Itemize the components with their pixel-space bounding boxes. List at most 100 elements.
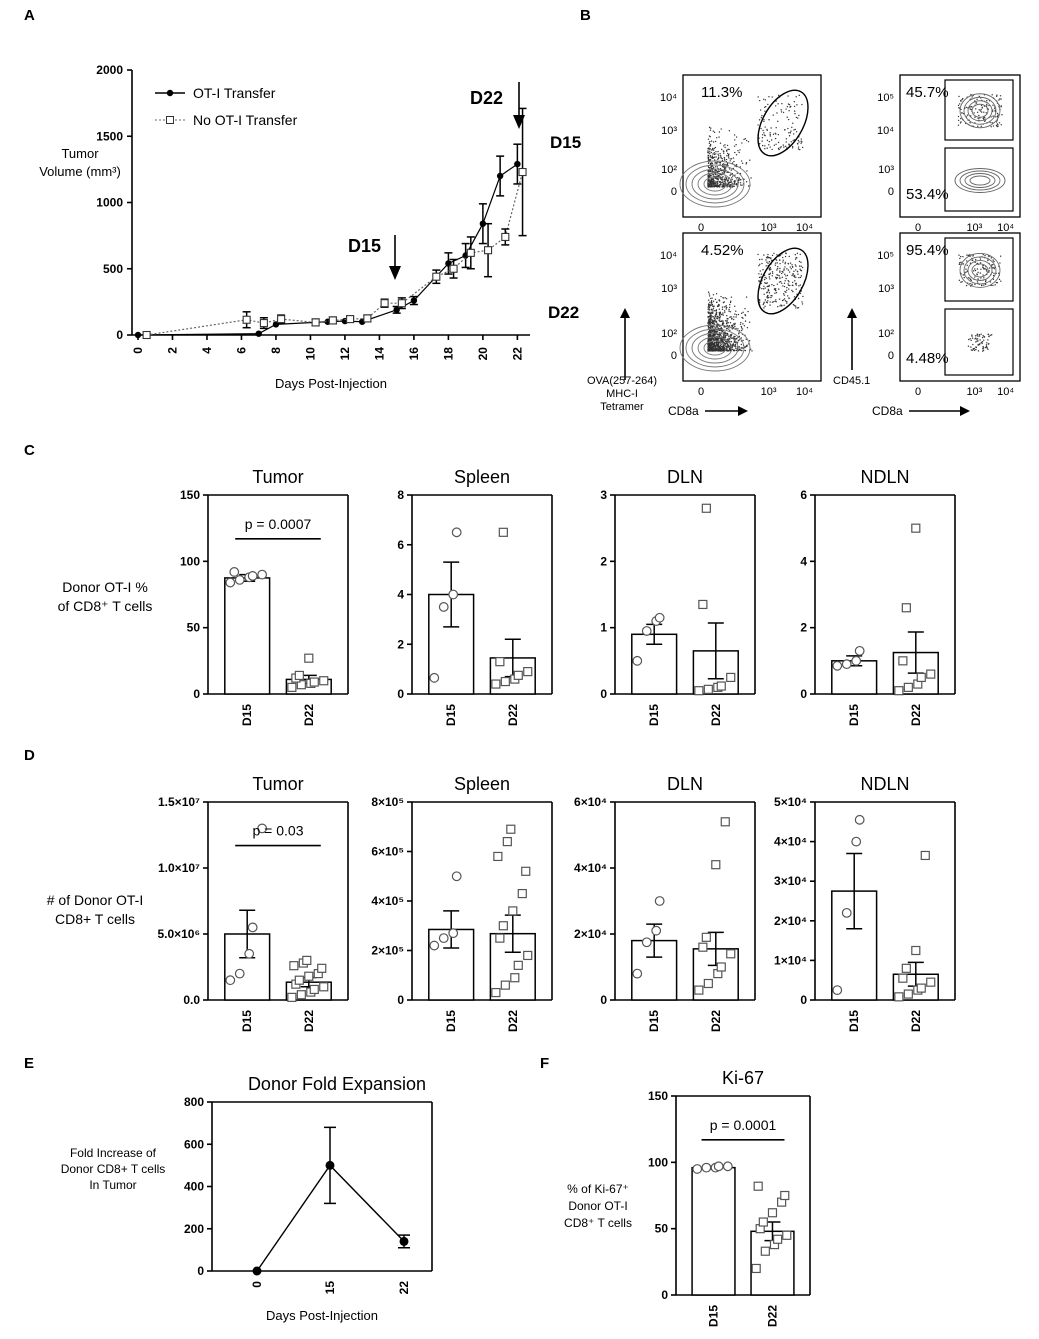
flow-event-dot	[713, 317, 715, 320]
flow-event-dot	[978, 343, 981, 346]
panel-e-y-tick-label: 800	[184, 1095, 204, 1109]
flow-event-dot	[982, 253, 984, 256]
flow-event-dot	[714, 182, 716, 184]
flow-event-dot	[719, 163, 721, 165]
flow-event-dot	[788, 271, 791, 273]
flow-event-dot	[722, 345, 725, 347]
panel-c-ndln-point-d22	[898, 656, 908, 666]
flow-event-dot	[793, 110, 796, 112]
flow-event-dot	[787, 262, 789, 265]
flow-event-dot	[998, 272, 1000, 274]
flow-event-dot	[763, 98, 765, 100]
flow-event-dot	[798, 94, 800, 97]
flow-event-dot	[728, 168, 731, 170]
flow-event-dot	[987, 348, 989, 351]
flow-event-dot	[983, 284, 985, 286]
panel-d-dln-point-d22	[701, 932, 711, 942]
panel-d-dln-category-label: D22	[709, 1010, 723, 1032]
flow-y-tick-label: 0	[888, 350, 894, 362]
flow-event-dot	[713, 326, 715, 328]
flow-event-dot	[735, 349, 738, 352]
flow-event-dot	[738, 339, 741, 341]
flow-event-dot	[992, 266, 994, 269]
flow-event-dot	[708, 306, 711, 309]
flow-x-axis-label-left: CD8a	[668, 404, 699, 418]
flow-event-dot	[758, 299, 761, 301]
panel-d-tumor-point-d15	[247, 922, 258, 933]
flow-event-dot	[709, 153, 711, 155]
flow-event-dot	[988, 335, 990, 338]
flow-x-tick-label: 10⁴	[997, 386, 1014, 398]
flow-event-dot	[800, 142, 802, 144]
annotation-d22: D22	[470, 88, 503, 108]
flow-event-dot	[773, 252, 775, 255]
panel-d-tumor-point-d22	[287, 992, 297, 1002]
flow-event-dot	[764, 110, 766, 112]
flow-y-tick-label: 10³	[661, 283, 677, 295]
flow-event-dot	[715, 309, 718, 311]
flow-event-dot	[958, 279, 961, 282]
flow-event-dot	[721, 183, 723, 185]
data-point-no-ot-i	[328, 316, 337, 325]
flow-event-dot	[993, 260, 995, 263]
flow-event-dot	[759, 270, 761, 272]
flow-event-dot	[791, 145, 794, 148]
flow-event-dot	[735, 337, 738, 340]
flow-event-dot	[791, 264, 793, 266]
flow-event-dot	[762, 288, 765, 290]
panel-c-tumor-y-tick-label: 150	[180, 488, 200, 502]
flow-event-dot	[746, 327, 749, 329]
flow-contour	[969, 175, 991, 186]
flow-event-dot	[800, 275, 803, 277]
panel-d-ndln-point-d22	[911, 945, 921, 956]
panel-f-y-axis-label-line-0: % of Ki-67⁺	[567, 1182, 629, 1196]
flow-event-dot	[965, 284, 968, 287]
flow-event-dot	[716, 333, 718, 336]
flow-event-dot	[779, 267, 781, 270]
flow-event-dot	[775, 143, 777, 145]
flow-event-dot	[726, 342, 729, 344]
flow-event-dot	[983, 277, 985, 279]
flow-event-dot	[981, 341, 984, 343]
flow-event-dot	[773, 144, 776, 147]
panel-f-bar-d15	[691, 1166, 736, 1296]
flow-event-dot	[976, 273, 978, 275]
flow-event-dot	[779, 262, 781, 265]
flow-event-dot	[979, 339, 981, 341]
flow-event-dot	[722, 349, 725, 351]
flow-event-dot	[734, 322, 736, 325]
flow-event-dot	[766, 257, 768, 259]
panel-d-ndln-y-tick-label: 5×10⁴	[774, 795, 807, 809]
panel-c-spleen-y-tick-label: 8	[397, 488, 404, 502]
panel-c-spleen-y-tick-label: 4	[397, 588, 404, 602]
flow-event-dot	[740, 337, 742, 339]
panel-d-spleen-point-d22	[498, 921, 508, 931]
flow-event-dot	[708, 135, 711, 137]
flow-event-dot	[722, 182, 725, 184]
flow-event-dot	[984, 117, 986, 119]
flow-event-dot	[797, 139, 800, 142]
flow-event-dot	[739, 182, 742, 184]
flow-event-dot	[714, 184, 716, 186]
flow-event-dot	[725, 167, 727, 169]
flow-event-dot	[712, 345, 714, 348]
flow-event-dot	[709, 154, 712, 157]
panel-c-ndln-point-d15	[832, 660, 843, 671]
flow-event-dot	[748, 321, 751, 323]
flow-event-dot	[720, 179, 722, 181]
flow-event-dot	[970, 339, 972, 342]
flow-event-dot	[713, 345, 716, 348]
flow-event-dot	[708, 339, 710, 342]
y-tick-label: 1500	[96, 129, 123, 143]
flow-event-dot	[983, 335, 985, 338]
flow-event-dot	[979, 342, 981, 345]
panel-label-f: F	[540, 1055, 549, 1072]
flow-plot-frame	[682, 232, 822, 382]
flow-event-dot	[719, 344, 721, 346]
flow-event-dot	[721, 169, 723, 172]
flow-event-dot	[708, 333, 710, 336]
flow-event-dot	[980, 268, 982, 270]
flow-event-dot	[718, 312, 720, 314]
flow-event-dot	[1000, 98, 1002, 100]
